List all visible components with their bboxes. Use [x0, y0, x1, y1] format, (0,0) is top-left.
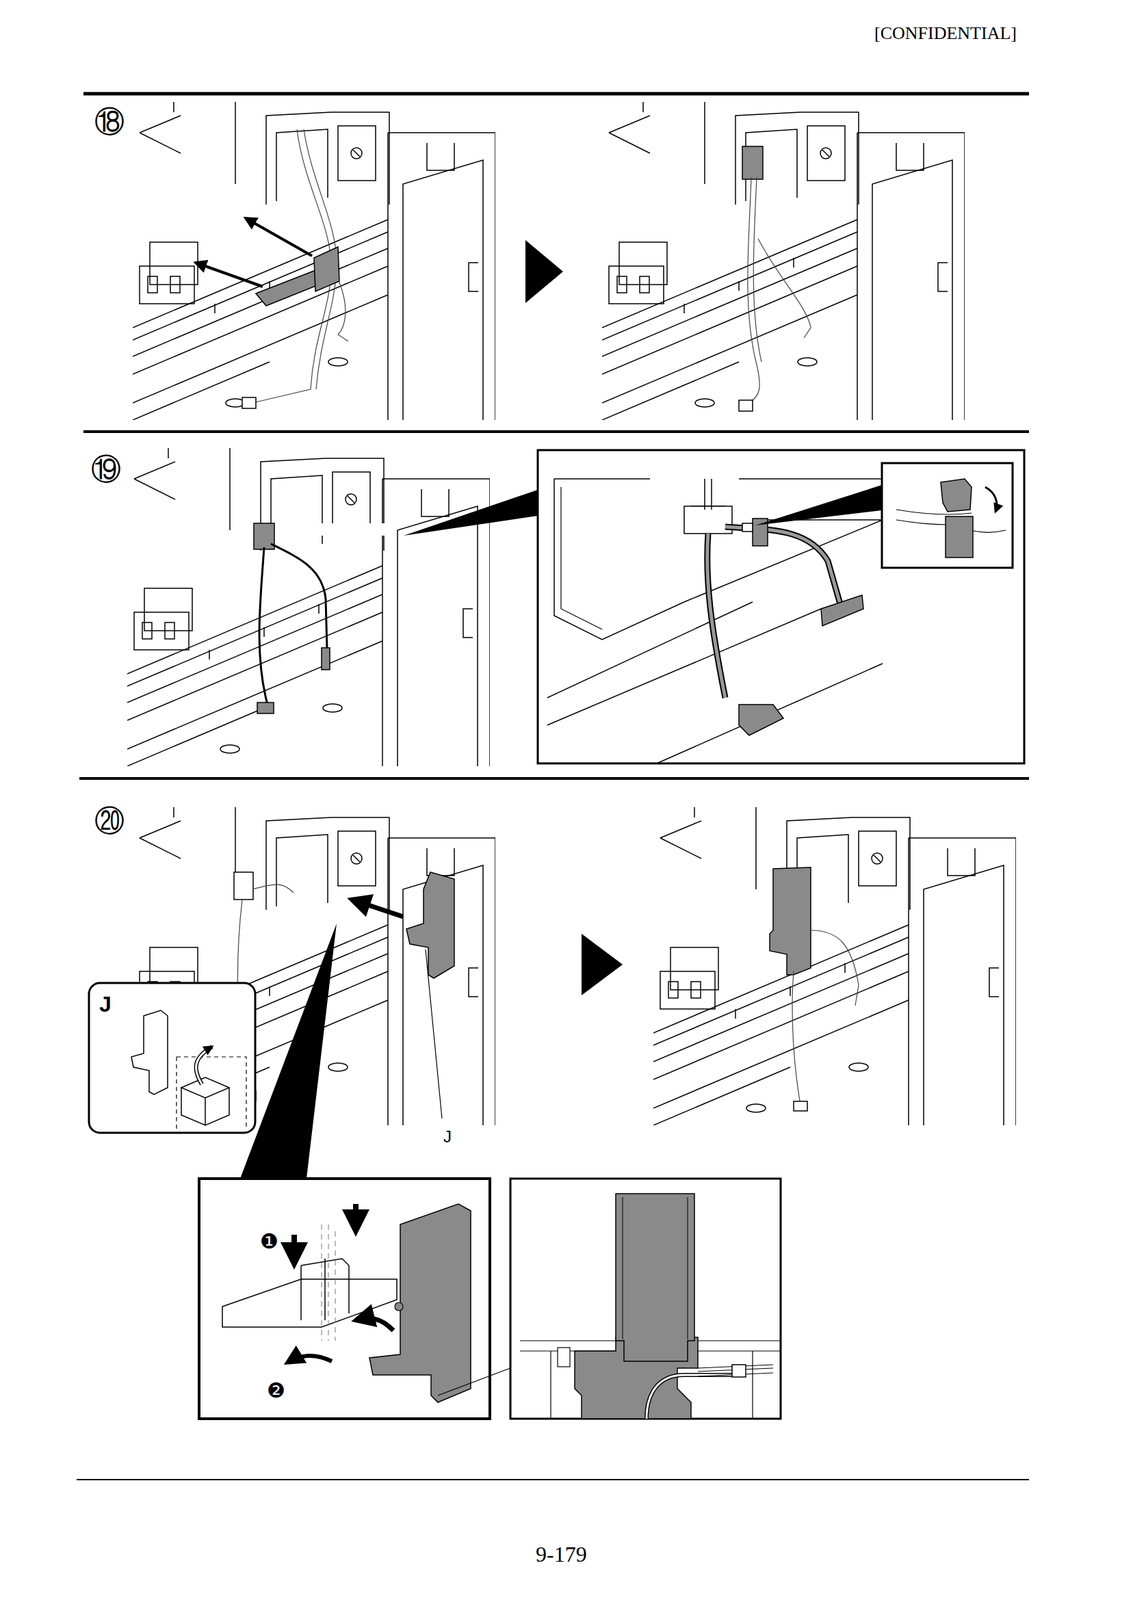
page-number: 9-179 [535, 1543, 588, 1566]
confidential-mark: [CONFIDENTIAL] [874, 24, 1017, 43]
step-19 [253, 523, 395, 714]
detail-inset [199, 1178, 511, 1419]
parts-inset [88, 983, 256, 1133]
sequence-number: ❷ [266, 1380, 286, 1402]
detail-wedge [755, 485, 882, 526]
detail-wedge [403, 489, 538, 536]
sequence-number: ❶ [259, 1231, 279, 1253]
detail-inset [510, 1178, 781, 1419]
step-18-before [195, 129, 349, 409]
detail-inset [881, 463, 1013, 568]
next-arrow [525, 240, 564, 304]
detail-inset [537, 450, 1025, 764]
detail-wedge [240, 923, 337, 1179]
step-20-before [233, 872, 455, 1119]
next-arrow [581, 933, 623, 996]
callout-label: J [443, 1128, 452, 1146]
step-20-after [769, 867, 859, 1112]
step-number: ⑲ [90, 454, 122, 485]
part-label: J [99, 993, 112, 1016]
step-18-after [738, 146, 811, 412]
step-number: ⑱ [94, 106, 125, 137]
step-number: ⑳ [94, 805, 125, 837]
rule [76, 93, 1030, 1480]
